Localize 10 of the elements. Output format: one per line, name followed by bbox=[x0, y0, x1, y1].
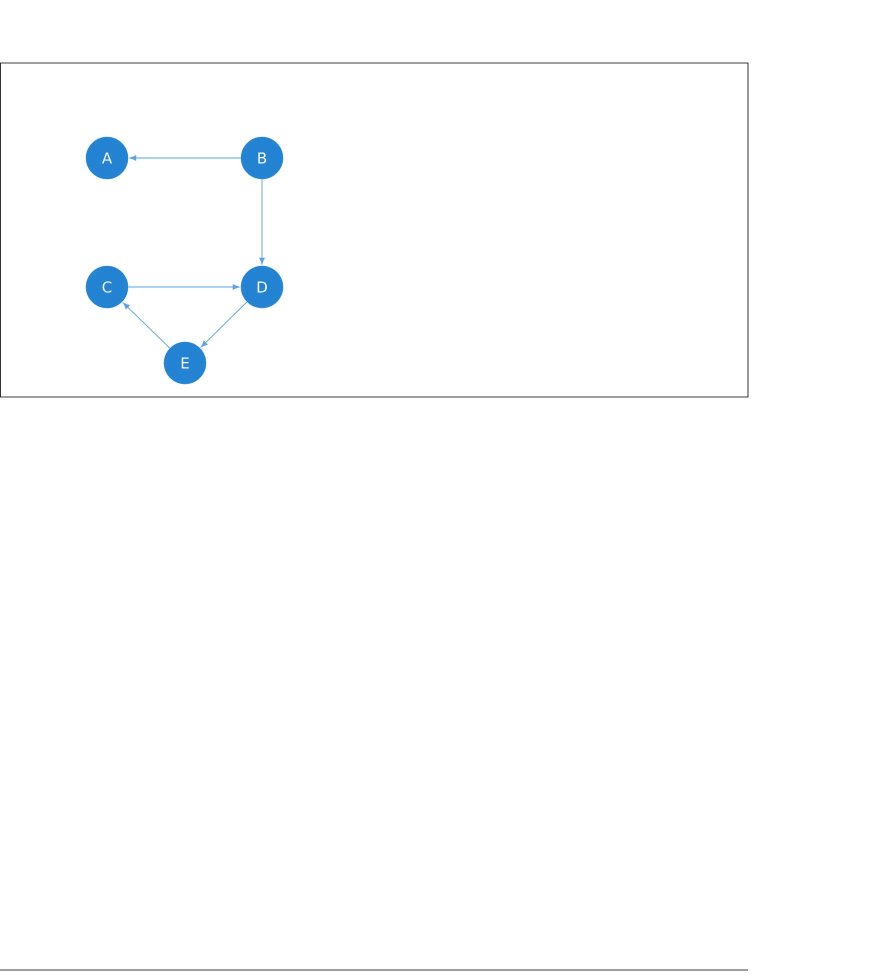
graph-node: A bbox=[86, 136, 128, 180]
arrow bbox=[130, 155, 242, 161]
graph-node: D bbox=[240, 266, 284, 308]
graph-node: C bbox=[86, 266, 128, 308]
arrow bbox=[200, 301, 248, 348]
arrow bbox=[128, 284, 240, 290]
graph-node: E bbox=[164, 342, 206, 384]
graph-node: B bbox=[240, 136, 284, 180]
arrow bbox=[123, 302, 170, 349]
arrow bbox=[259, 178, 265, 264]
